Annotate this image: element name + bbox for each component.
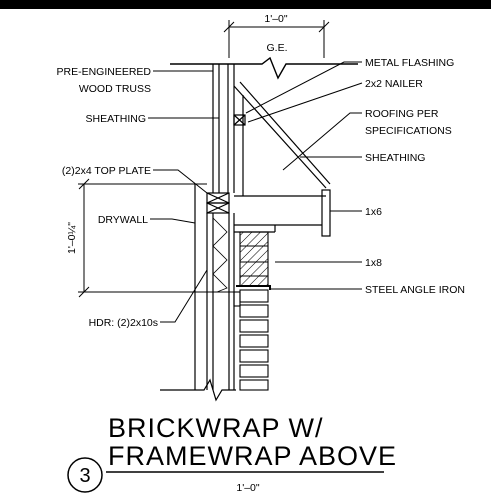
detail-title-line1: BRICKWRAP W/ [108,413,324,443]
detail-scale: 1'–0" [236,482,260,494]
top-dimension [223,20,330,58]
detail-number-circle [67,457,103,493]
label-roofing-line1: ROOFING PER [365,108,439,120]
label-angle-iron: STEEL ANGLE IRON [365,284,465,296]
label-truss-line2: WOOD TRUSS [79,83,151,95]
label-1x8: 1x8 [365,257,382,269]
label-sheathing-left: SHEATHING [86,113,146,125]
vertical-dimension-text: 1'–0¼" [66,222,78,254]
label-roofing-line2: SPECIFICATIONS [365,125,452,137]
detail-number: 3 [79,465,90,487]
ge-label: G.E. [266,42,287,54]
top-border [0,0,491,9]
vertical-dimension [78,178,236,298]
label-metal-flashing: METAL FLASHING [365,57,454,69]
label-top-plate: (2)2x4 TOP PLATE [62,165,151,177]
brick-veneer [233,231,271,391]
roof-assembly [233,81,331,237]
leaders [148,61,363,323]
detail-title-line2: FRAMEWRAP ABOVE [108,441,397,471]
top-dimension-text: 1'–0" [264,13,288,25]
label-header: HDR: (2)2x10s [89,317,158,329]
label-sheathing-right: SHEATHING [365,152,425,164]
label-truss-line1: PRE-ENGINEERED [56,66,151,78]
label-drywall: DRYWALL [98,214,148,226]
label-1x6: 1x6 [365,206,382,218]
label-nailer: 2x2 NAILER [365,78,423,90]
wall-framing [160,56,358,402]
